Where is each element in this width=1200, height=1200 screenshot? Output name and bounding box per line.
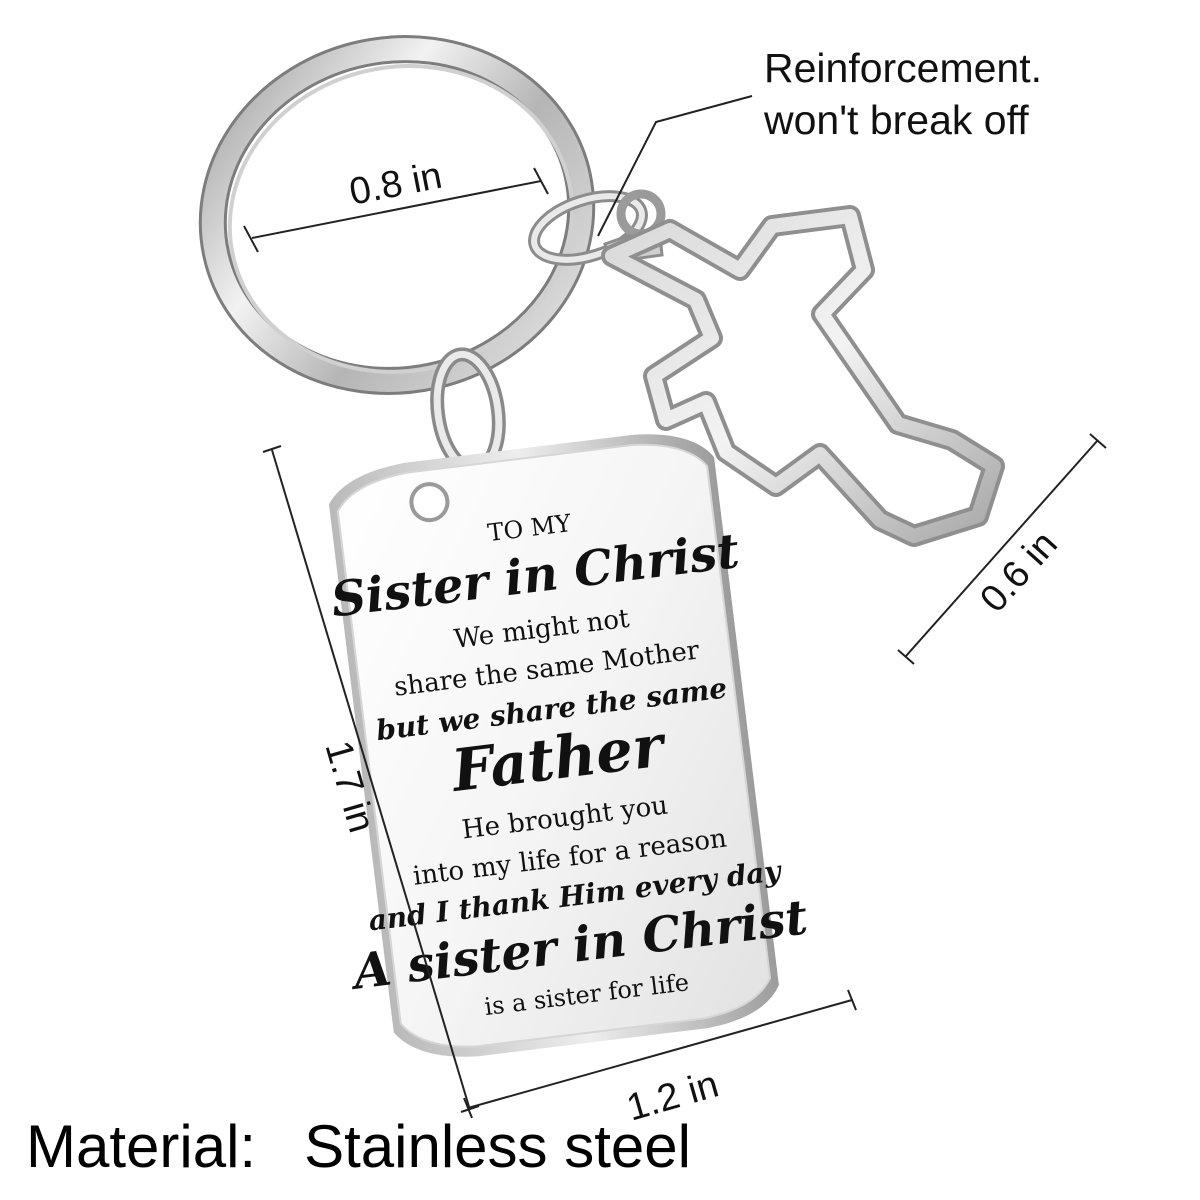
key-ring (198, 35, 596, 395)
ring-diameter-label: 0.8 in (346, 155, 445, 214)
cross-charm (601, 189, 1005, 547)
material-value: Stainless steel (304, 1113, 691, 1180)
dog-tag: TO MY Sister in Christ We might not shar… (328, 434, 811, 1057)
reinforcement-leader (597, 95, 753, 237)
material-caption: Material: Stainless steel (26, 1112, 691, 1181)
ring-diameter-dimension: 0.8 in (243, 155, 549, 253)
reinforcement-line-2: won't break off (764, 97, 1029, 143)
reinforcement-line-1: Reinforcement. (764, 45, 1043, 91)
reinforcement-note: Reinforcement. won't break off (764, 42, 1184, 146)
cross-width-label: 0.6 in (972, 523, 1065, 620)
material-label: Material: (26, 1113, 257, 1180)
cross-jump-ring (528, 190, 648, 266)
tag-hole (409, 482, 450, 523)
